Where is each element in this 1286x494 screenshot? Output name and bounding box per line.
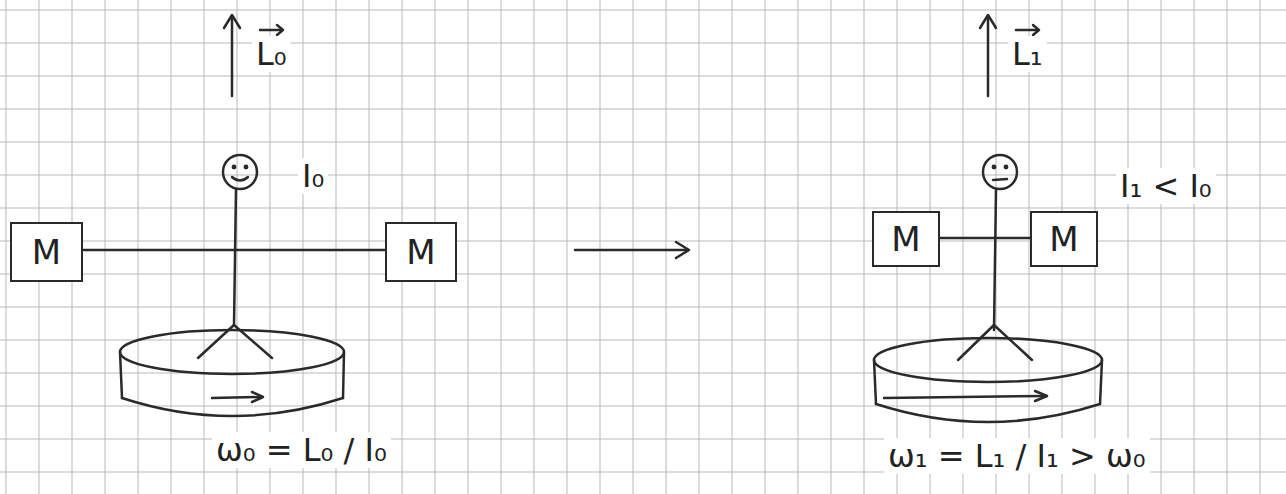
transition-arrow [575,242,689,258]
turntable [120,330,344,416]
mass-box: M [385,222,457,282]
inertia-label: I₀ [298,158,328,194]
mass-box: M [1030,211,1098,267]
mass-label: M [32,235,61,269]
mass-box: M [10,222,83,282]
omega-formula: ω₁ = L₁ / I₁ > ω₀ [884,438,1150,474]
omega-formula: ω₀ = L₀ / I₀ [212,432,391,468]
mass-box: M [872,211,940,267]
momentum-label: L₁ [1008,36,1047,72]
stick-figure [940,155,1032,360]
mass-label: M [891,222,920,256]
stick-figure [83,155,385,358]
mass-label: M [406,235,435,269]
mass-label: M [1049,222,1078,256]
turntable [874,338,1102,422]
inertia-label: I₁ < I₀ [1116,168,1216,204]
momentum-label: L₀ [252,36,291,72]
